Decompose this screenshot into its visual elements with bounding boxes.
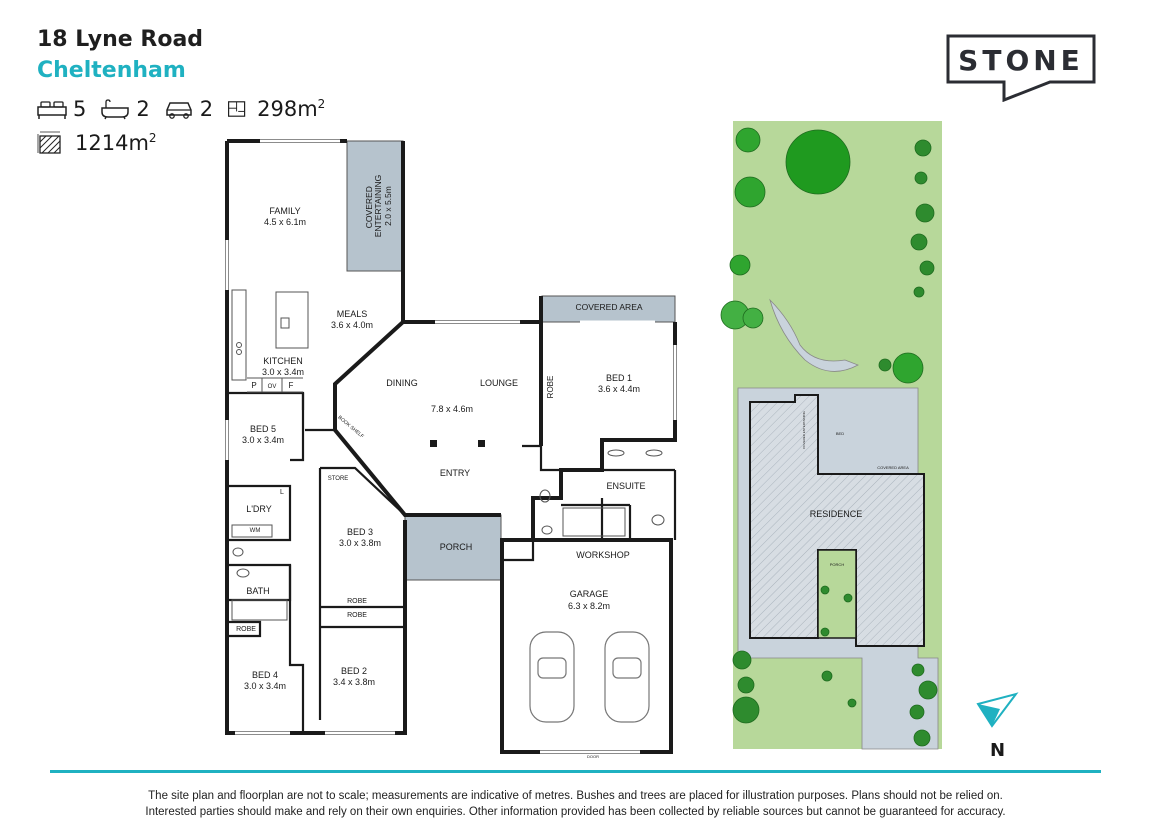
disclaimer-line-1: The site plan and floorplan are not to s… bbox=[148, 790, 1003, 802]
label-bed1-size: 3.6 x 4.4m bbox=[598, 384, 640, 394]
label-family-size: 4.5 x 6.1m bbox=[264, 217, 306, 227]
label-dining-lounge-size: 7.8 x 4.6m bbox=[431, 404, 473, 414]
property-suburb: Cheltenham bbox=[37, 58, 186, 83]
windows bbox=[225, 139, 677, 754]
label-store: STORE bbox=[328, 476, 349, 482]
label-bed3: BED 3 bbox=[347, 527, 373, 537]
label-wm: WM bbox=[250, 528, 261, 534]
property-stats: 5 2 2 298m2 bbox=[37, 96, 325, 122]
disclaimer: The site plan and floorplan are not to s… bbox=[0, 788, 1151, 820]
label-entry: ENTRY bbox=[440, 468, 470, 478]
label-robe-bed3: ROBE bbox=[347, 598, 367, 605]
site-label-residence: RESIDENCE bbox=[810, 509, 863, 519]
label-workshop: WORKSHOP bbox=[576, 550, 630, 560]
label-laundry-l: L bbox=[280, 489, 284, 496]
site-label-covered-entertaining: COVERED ENTERTAINING bbox=[802, 410, 806, 448]
label-robe-bed4: ROBE bbox=[236, 626, 256, 633]
bathroom-fixtures bbox=[231, 449, 665, 621]
label-covered-entertaining: COVERED ENTERTAINING bbox=[364, 175, 383, 238]
room-labels: FAMILY 4.5 x 6.1m COVERED ENTERTAINING 2… bbox=[236, 175, 645, 759]
column bbox=[478, 440, 485, 447]
garage-cars bbox=[529, 631, 650, 723]
footer-divider bbox=[50, 770, 1101, 773]
kitchen-fittings bbox=[231, 289, 309, 393]
site-labels: RESIDENCE COVERED ENTERTAINING BED COVER… bbox=[802, 410, 909, 567]
label-bed2: BED 2 bbox=[341, 666, 367, 676]
label-garage-size: 6.3 x 8.2m bbox=[568, 601, 610, 611]
label-garage: GARAGE bbox=[570, 589, 609, 599]
label-kitchen: KITCHEN bbox=[263, 356, 303, 366]
land-icon bbox=[37, 131, 61, 154]
label-meals: MEALS bbox=[337, 309, 368, 319]
north-label: N bbox=[990, 740, 1006, 761]
label-robe-bed2: ROBE bbox=[347, 612, 367, 619]
label-bed5: BED 5 bbox=[250, 424, 276, 434]
label-ensuite: ENSUITE bbox=[606, 481, 645, 491]
label-robe-bed1: ROBE bbox=[546, 376, 555, 399]
label-laundry: L'DRY bbox=[246, 504, 272, 514]
label-bed1: BED 1 bbox=[606, 373, 632, 383]
porch-area bbox=[404, 514, 502, 581]
land-area: 1214m2 bbox=[75, 131, 157, 155]
label-oven: OV bbox=[268, 384, 277, 390]
floor-area: 298m2 bbox=[257, 97, 326, 121]
label-bed4: BED 4 bbox=[252, 670, 278, 680]
site-trees bbox=[720, 127, 938, 747]
label-meals-size: 3.6 x 4.0m bbox=[331, 320, 373, 330]
label-lounge: LOUNGE bbox=[480, 378, 518, 388]
property-address: 18 Lyne Road bbox=[37, 27, 204, 52]
disclaimer-line-2: Interested parties should make and rely … bbox=[145, 806, 1006, 818]
label-covered-entertaining-size: 2.0 x 5.5m bbox=[383, 186, 393, 226]
bath-icon bbox=[101, 99, 130, 120]
label-kitchen-size: 3.0 x 3.4m bbox=[262, 367, 304, 377]
column bbox=[430, 440, 437, 447]
stone-logo: STONE bbox=[946, 34, 1096, 102]
site-label-covered-area: COVERED AREA bbox=[877, 465, 909, 470]
label-bed4-size: 3.0 x 3.4m bbox=[244, 681, 286, 691]
site-plan: RESIDENCE COVERED ENTERTAINING BED COVER… bbox=[720, 121, 942, 750]
north-arrow-icon bbox=[976, 692, 1019, 728]
covered-entertaining-area bbox=[346, 140, 404, 272]
site-label-bed: BED bbox=[836, 431, 844, 436]
car-icon bbox=[166, 102, 192, 119]
label-bed3-size: 3.0 x 3.8m bbox=[339, 538, 381, 548]
logo-text: STONE bbox=[958, 44, 1084, 77]
site-path bbox=[769, 298, 859, 372]
label-covered-area: COVERED AREA bbox=[575, 302, 642, 312]
land-area-row: 1214m2 bbox=[37, 131, 157, 155]
site-label-porch: PORCH bbox=[830, 562, 845, 567]
bed-icon bbox=[37, 101, 67, 119]
beds-count: 5 bbox=[73, 97, 87, 121]
baths-count: 2 bbox=[136, 97, 150, 121]
label-fridge: F bbox=[289, 381, 294, 390]
label-bed2-size: 3.4 x 3.8m bbox=[333, 677, 375, 687]
label-bed5-size: 3.0 x 3.4m bbox=[242, 435, 284, 445]
label-family: FAMILY bbox=[269, 206, 300, 216]
label-pantry: P bbox=[251, 381, 256, 390]
label-dining: DINING bbox=[386, 378, 418, 388]
label-garage-door: DOOR bbox=[587, 754, 599, 759]
label-porch: PORCH bbox=[440, 542, 473, 552]
floorplan-icon bbox=[228, 101, 246, 117]
label-bath: BATH bbox=[246, 586, 269, 596]
cars-count: 2 bbox=[199, 97, 214, 121]
